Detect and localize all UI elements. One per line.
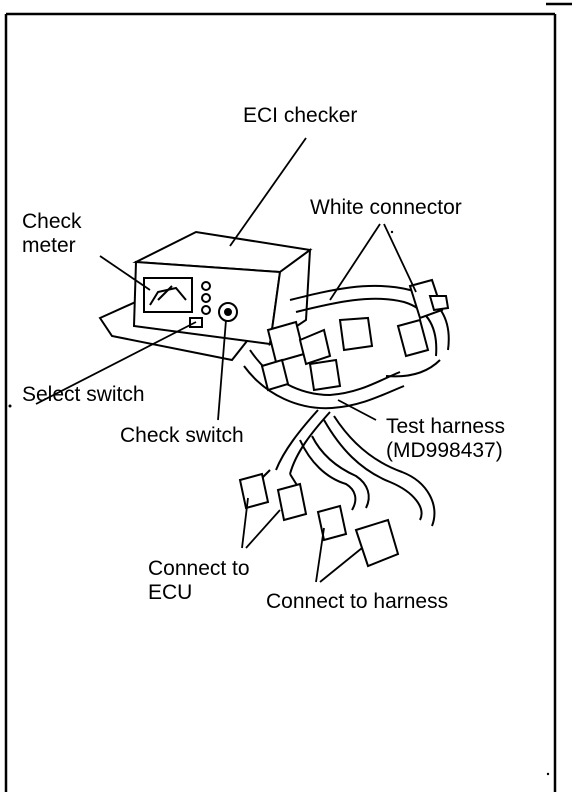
label-connect-to-ecu: Connect to ECU [148,557,250,605]
label-white-connector: White connector [310,196,462,220]
label-connect-to-ecu-line1: Connect to [148,557,250,580]
label-check-meter-line2: meter [22,234,76,257]
label-check-meter: Check meter [22,210,82,258]
label-connect-to-harness-text: Connect to harness [266,590,449,613]
label-check-meter-line1: Check [22,210,82,233]
end-connectors [238,472,400,568]
label-check-switch: Check switch [120,424,244,448]
leader-lines [35,137,417,583]
page-border [4,2,572,792]
eci-checker-unit [98,230,313,362]
label-eci-checker-text: ECI checker [243,104,358,127]
stray-marks [8,230,550,776]
label-test-harness-line1: Test harness [386,415,506,438]
label-eci-checker: ECI checker [243,104,357,128]
label-connect-to-ecu-line2: ECU [148,581,193,604]
label-test-harness: Test harness (MD998437) [386,415,505,463]
checker-connectors [260,316,374,392]
label-select-switch-text: Select switch [22,383,145,406]
label-test-harness-line2: (MD998437) [386,439,503,462]
label-check-switch-text: Check switch [120,424,244,447]
label-select-switch: Select switch [22,383,145,407]
white-connectors [396,278,450,358]
label-white-connector-text: White connector [310,196,462,219]
label-connect-to-harness: Connect to harness [266,590,448,614]
